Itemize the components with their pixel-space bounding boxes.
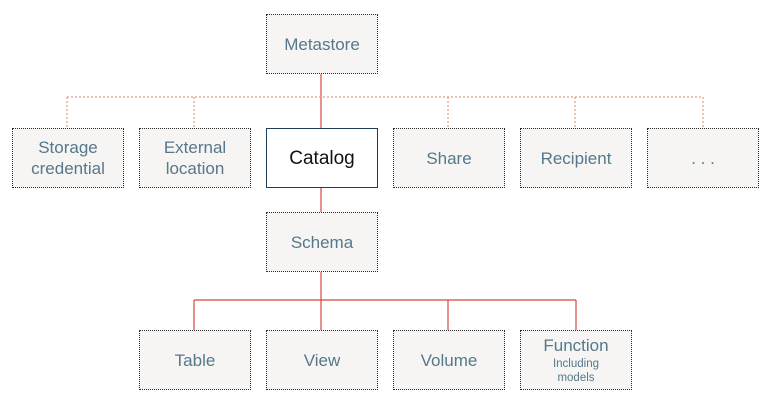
node-function-label: Function: [543, 336, 609, 355]
node-schema: Schema: [266, 212, 378, 272]
node-catalog: Catalog: [266, 128, 378, 188]
node-storage-credential: Storage credential: [12, 128, 124, 188]
node-recipient: Recipient: [520, 128, 632, 188]
node-share-label: Share: [426, 148, 472, 168]
node-view-label: View: [303, 350, 341, 370]
node-storage-credential-label: Storage credential: [31, 138, 105, 178]
node-table-label: Table: [174, 350, 216, 370]
node-more-label: . . .: [691, 148, 715, 168]
node-share: Share: [393, 128, 505, 188]
node-table: Table: [139, 330, 251, 390]
node-function-sublabel: Including models: [552, 358, 600, 384]
node-view: View: [266, 330, 378, 390]
node-more: . . .: [647, 128, 759, 188]
node-volume-label: Volume: [420, 350, 478, 370]
node-recipient-label: Recipient: [540, 148, 612, 168]
node-volume: Volume: [393, 330, 505, 390]
node-schema-label: Schema: [290, 232, 354, 252]
node-external-location-label: External location: [163, 138, 227, 178]
node-metastore: Metastore: [266, 14, 378, 74]
node-function: Function Including models: [520, 330, 632, 390]
node-metastore-label: Metastore: [284, 34, 360, 54]
node-catalog-label: Catalog: [289, 147, 355, 169]
node-external-location: External location: [139, 128, 251, 188]
